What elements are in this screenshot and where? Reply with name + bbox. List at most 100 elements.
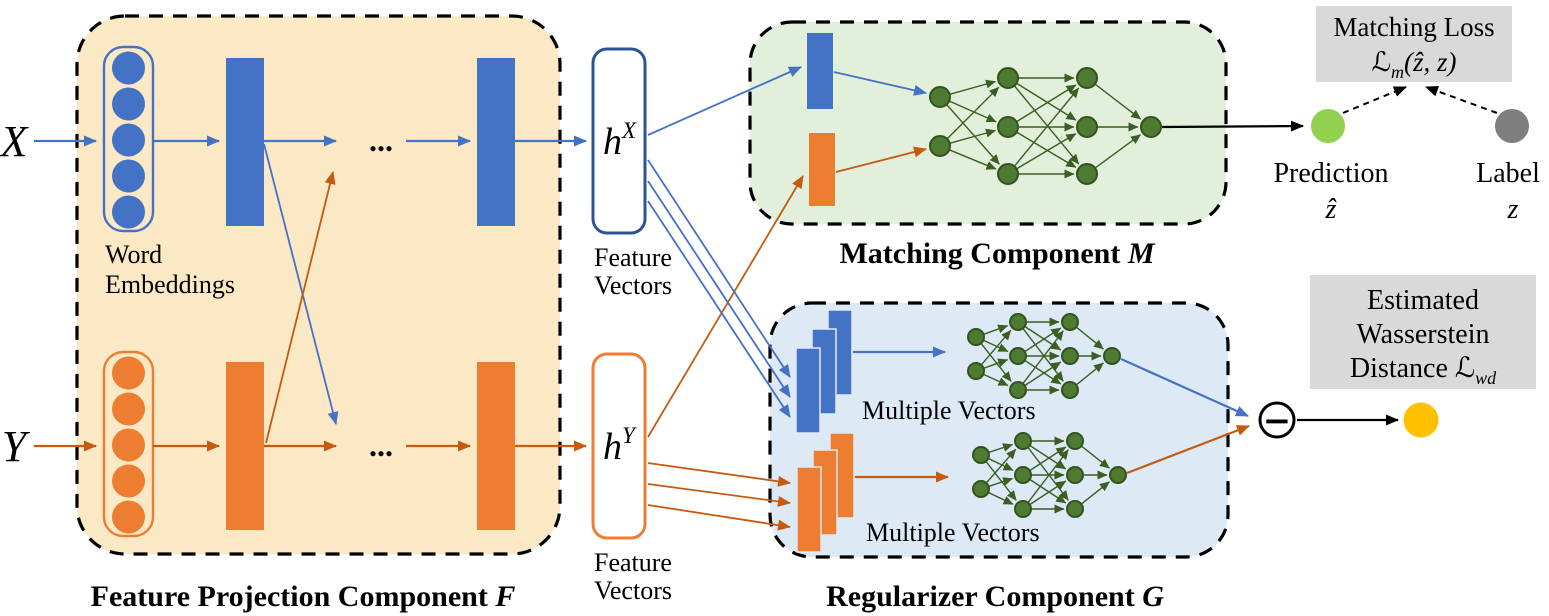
embedding-dot: [112, 428, 145, 462]
network-edge: [983, 324, 1009, 335]
layer-bar-blue-1: [226, 58, 264, 226]
loss-arrow-from-prediction: [1342, 86, 1407, 114]
wasserstein-group: Estimated Wasserstein Distance ℒwd −: [1258, 275, 1536, 441]
feature-vectors-caption-y-line2: Vectors: [594, 576, 672, 605]
network-node: [1066, 500, 1084, 518]
vector-bar: [795, 347, 821, 434]
multi-vec-blue-stack: [795, 309, 853, 434]
feature-vectors-caption-x-line2: Vectors: [594, 271, 672, 300]
embedding-dot: [112, 195, 145, 229]
network-edge: [1022, 330, 1064, 385]
network-node: [997, 116, 1019, 138]
network-edge: [1022, 327, 1064, 382]
arrow-matching-to-prediction: [1161, 120, 1304, 132]
matching-label: Matching Component M: [839, 237, 1155, 270]
layer-bar-orange-1: [226, 362, 264, 530]
network-edge: [987, 457, 1014, 471]
network-edge: [1080, 481, 1110, 505]
ellipsis-y: ...: [369, 427, 393, 463]
matching-label-text: Matching Component: [839, 237, 1127, 270]
network-node: [1009, 381, 1027, 399]
network-edge: [1013, 85, 1080, 165]
hy-sup: Y: [622, 423, 637, 448]
matching-label-symbol: M: [1127, 237, 1156, 270]
cross-arrow-blue-down: [263, 143, 339, 425]
input-x-label: X: [0, 117, 30, 166]
embedding-dot: [112, 51, 145, 85]
network-edge: [1016, 133, 1077, 170]
layer-bar-blue-2: [477, 58, 515, 226]
network-edge: [988, 443, 1014, 454]
layer-bar-orange-2: [477, 362, 515, 530]
network-node: [1014, 432, 1032, 450]
embedding-dot: [112, 356, 145, 390]
prediction-symbol: ẑ: [1325, 194, 1338, 225]
hx-sup: X: [621, 118, 637, 143]
arrow-hy-to-stack-1: [647, 462, 791, 487]
network-edge: [983, 339, 1009, 353]
minus-circle: [1258, 401, 1296, 439]
network-node: [1076, 67, 1098, 89]
network-node: [967, 328, 985, 346]
multiple-vectors-label-y: Multiple Vectors: [866, 518, 1040, 547]
network-edge: [1094, 83, 1142, 120]
wasserstein-line2: Wasserstein: [1356, 319, 1489, 350]
network-node: [1061, 347, 1079, 365]
regularizer-label-symbol: G: [1142, 580, 1164, 613]
network-edge: [948, 149, 997, 170]
embedding-dot: [112, 87, 145, 121]
network-node: [972, 446, 990, 464]
network-edge: [948, 100, 997, 123]
network-node: [1103, 347, 1121, 365]
network-node: [1014, 466, 1032, 484]
network-node: [997, 163, 1019, 185]
hy-box: [591, 352, 647, 540]
network-node: [1066, 466, 1084, 484]
arrow-hx-to-stack-2: [647, 180, 791, 398]
reg-net-y: [972, 432, 1127, 518]
label-symbol: z: [1507, 194, 1519, 225]
cross-arrow-orange-up: [265, 171, 336, 444]
wasserstein-line1: Estimated: [1367, 285, 1479, 316]
network-node: [929, 86, 951, 108]
loss-args: (ẑ, z): [1404, 47, 1457, 77]
network-edge: [980, 342, 1012, 382]
network-edge: [946, 86, 1000, 140]
network-edge: [1027, 449, 1069, 504]
network-edge: [983, 373, 1009, 387]
network-node: [1009, 313, 1027, 331]
feature-projection-component: X Y Word Embeddings ... ...: [0, 14, 587, 613]
network-node: [997, 67, 1019, 89]
word-embeddings-box-x: [102, 45, 155, 233]
regularizer-component: Multiple Vectors Multiple Vectors Regula…: [647, 159, 1250, 613]
embedding-dot: [112, 500, 145, 534]
network-edge: [1029, 478, 1067, 504]
network-edge: [1075, 326, 1104, 350]
label-caption: Label: [1476, 158, 1540, 189]
network-node: [1014, 500, 1032, 518]
vector-bar: [796, 466, 822, 553]
label-dot: [1495, 109, 1529, 143]
hy-base: h: [603, 426, 622, 468]
network-edge: [988, 477, 1014, 488]
wd-dot: [1403, 402, 1439, 438]
feature-projection-panel: [75, 14, 562, 556]
feature-vectors: hX Feature Vectors hY Feature Vectors: [591, 47, 672, 605]
feature-projection-label: Feature Projection Component F: [91, 580, 516, 613]
arrow-hy-to-stack-2: [647, 483, 791, 507]
network-edge: [1024, 359, 1062, 385]
matching-panel: [748, 20, 1228, 226]
word-embeddings-caption-line2: Embeddings: [105, 270, 235, 299]
network-edge: [987, 491, 1014, 505]
matching-loss-title: Matching Loss: [1333, 12, 1494, 42]
network-node: [1109, 466, 1127, 484]
matching-loss-group: Matching Loss ℒm(ẑ, z) Prediction ẑ Labe…: [1273, 6, 1540, 225]
wasserstein-script-l: ℒ: [1455, 353, 1475, 384]
embedding-dot: [112, 464, 145, 498]
network-edge: [1024, 325, 1062, 351]
loss-arrow-from-label: [1425, 85, 1498, 114]
regularizer-panel: [768, 301, 1230, 559]
arrow-blue-bar-to-net: [833, 71, 927, 96]
